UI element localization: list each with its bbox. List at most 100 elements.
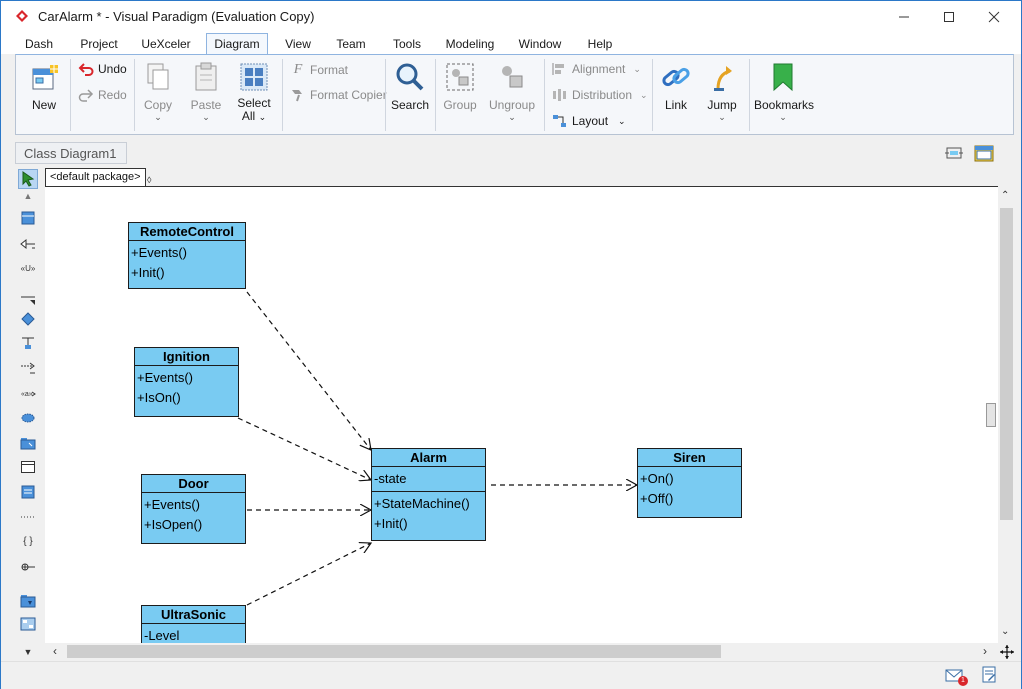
- class-alarm[interactable]: Alarm -state +StateMachine() +Init(): [371, 448, 486, 541]
- class-name: Ignition: [135, 348, 238, 366]
- class-ignition[interactable]: Ignition +Events() +IsOn(): [134, 347, 239, 417]
- bookmarks-button[interactable]: Bookmarks ⌄: [754, 61, 814, 122]
- dependency-remotecontrol-alarm[interactable]: [246, 291, 371, 450]
- breadcrumb-diagram[interactable]: Class Diagram1: [15, 142, 128, 164]
- close-button[interactable]: [971, 1, 1017, 32]
- alignment-button[interactable]: Alignment ⌄: [552, 62, 641, 76]
- collaboration-tool[interactable]: [18, 408, 38, 428]
- ribbon-separator: [282, 59, 283, 131]
- class-name: RemoteControl: [129, 223, 245, 241]
- maximize-button[interactable]: [926, 1, 972, 32]
- class-operation: +StateMachine(): [374, 496, 470, 511]
- redo-label: Redo: [98, 88, 127, 102]
- tab-help[interactable]: Help: [587, 37, 613, 51]
- dependency-tool[interactable]: [18, 333, 38, 353]
- jump-icon: [714, 66, 732, 91]
- frame-tool[interactable]: [18, 457, 38, 477]
- jump-label: Jump: [707, 98, 737, 112]
- svg-text:«a»: «a»: [21, 391, 33, 398]
- scroll-down-tool[interactable]: ▼: [18, 645, 38, 659]
- class-operation: +Events(): [144, 497, 200, 512]
- paste-button[interactable]: Paste ⌄: [186, 61, 226, 122]
- tab-view[interactable]: View: [285, 37, 311, 51]
- jump-button[interactable]: Jump ⌄: [704, 61, 740, 122]
- interface-tool[interactable]: [18, 309, 38, 329]
- realization-tool[interactable]: [18, 359, 38, 379]
- distribution-button[interactable]: Distribution ⌄: [552, 88, 648, 102]
- tab-team[interactable]: Team: [336, 37, 366, 51]
- select-all-label-1: Select: [237, 96, 271, 110]
- ribbon-toolbar: New Undo Redo Copy ⌄ Paste ⌄ Select A: [15, 54, 1014, 135]
- fit-diagram-icon[interactable]: [943, 143, 965, 163]
- constraint-tool[interactable]: { }: [18, 531, 38, 551]
- ungroup-button[interactable]: Ungroup ⌄: [488, 61, 536, 122]
- abstraction-tool[interactable]: «a»: [18, 384, 38, 404]
- pan-icon[interactable]: [999, 644, 1015, 660]
- copy-button[interactable]: Copy ⌄: [138, 61, 178, 122]
- generalization-tool[interactable]: [18, 234, 38, 254]
- diagram-canvas[interactable]: RemoteControl +Events() +Init() Ignition…: [45, 186, 998, 643]
- dependency-ignition-alarm[interactable]: [237, 417, 371, 480]
- model-tool[interactable]: [18, 591, 38, 611]
- tab-dash[interactable]: Dash: [24, 37, 53, 51]
- new-label: New: [31, 98, 56, 112]
- chevron-down-icon: ⌄: [640, 89, 648, 100]
- diagram-navigator-icon[interactable]: [973, 142, 995, 164]
- tab-window[interactable]: Window: [518, 37, 562, 51]
- containment-tool[interactable]: [18, 557, 38, 577]
- bookmark-icon: [773, 63, 793, 92]
- ribbon-separator: [385, 59, 386, 131]
- tab-tools[interactable]: Tools: [392, 37, 421, 51]
- maximize-icon: [944, 11, 954, 22]
- anchor-tool[interactable]: [18, 507, 38, 527]
- select-all-label-2: All: [241, 109, 256, 123]
- class-operations: +Events() +Init(): [129, 241, 245, 285]
- status-bar: 1: [1, 661, 1021, 689]
- vertical-scroll-grip: [986, 403, 996, 427]
- minimize-button[interactable]: [881, 1, 927, 32]
- close-icon: [988, 11, 1000, 22]
- class-door[interactable]: Door +Events() +IsOpen(): [141, 474, 246, 544]
- class-attribute: -state: [374, 471, 407, 486]
- scroll-up-tool[interactable]: ▲: [18, 190, 38, 202]
- new-button[interactable]: New: [24, 61, 64, 112]
- package-tool[interactable]: [18, 433, 38, 453]
- package-tab[interactable]: <default package>: [45, 168, 146, 186]
- group-button[interactable]: Group: [440, 61, 480, 112]
- association-tool[interactable]: [18, 289, 38, 309]
- horizontal-scrollbar[interactable]: ‹ ›: [45, 643, 998, 660]
- class-ultrasonic[interactable]: UltraSonic -Level: [141, 605, 246, 643]
- search-button[interactable]: Search: [390, 61, 430, 112]
- class-remotecontrol[interactable]: RemoteControl +Events() +Init(): [128, 222, 246, 289]
- redo-button[interactable]: Redo: [78, 88, 127, 102]
- format-copier-button[interactable]: Format Copier: [290, 88, 387, 102]
- chevron-down-icon: ⌄: [202, 112, 210, 122]
- format-button[interactable]: F Format: [290, 62, 348, 78]
- note-tool[interactable]: [18, 482, 38, 502]
- class-tool[interactable]: [18, 208, 38, 228]
- mail-icon[interactable]: [945, 668, 963, 682]
- distribution-icon: [553, 89, 566, 101]
- select-all-button[interactable]: Select All ⌄: [232, 61, 276, 124]
- layout-button[interactable]: Layout ⌄: [552, 114, 626, 128]
- document-edit-icon[interactable]: [981, 666, 997, 684]
- tab-diagram[interactable]: Diagram: [206, 33, 268, 55]
- realization-icon: [21, 362, 35, 374]
- vertical-scroll-thumb[interactable]: [1000, 208, 1013, 520]
- tab-modeling[interactable]: Modeling: [445, 37, 495, 51]
- class-siren[interactable]: Siren +On() +Off(): [637, 448, 742, 518]
- ribbon-separator: [652, 59, 653, 131]
- link-button[interactable]: Link: [658, 61, 694, 112]
- vertical-scrollbar[interactable]: ⌃ ⌄: [986, 188, 1015, 643]
- tab-project[interactable]: Project: [80, 37, 118, 51]
- undo-button[interactable]: Undo: [78, 62, 127, 76]
- undo-icon: [78, 63, 94, 76]
- dependency-ultrasonic-alarm[interactable]: [246, 543, 371, 606]
- usage-tool[interactable]: «U»: [18, 258, 38, 278]
- ungroup-icon: [502, 66, 523, 88]
- horizontal-scroll-thumb[interactable]: [67, 645, 721, 658]
- tab-uexceler[interactable]: UeXceler: [141, 37, 191, 51]
- chevron-down-icon: ⌄: [258, 112, 267, 122]
- selector-tool[interactable]: [18, 169, 38, 189]
- diagram-overview-tool[interactable]: [18, 614, 38, 634]
